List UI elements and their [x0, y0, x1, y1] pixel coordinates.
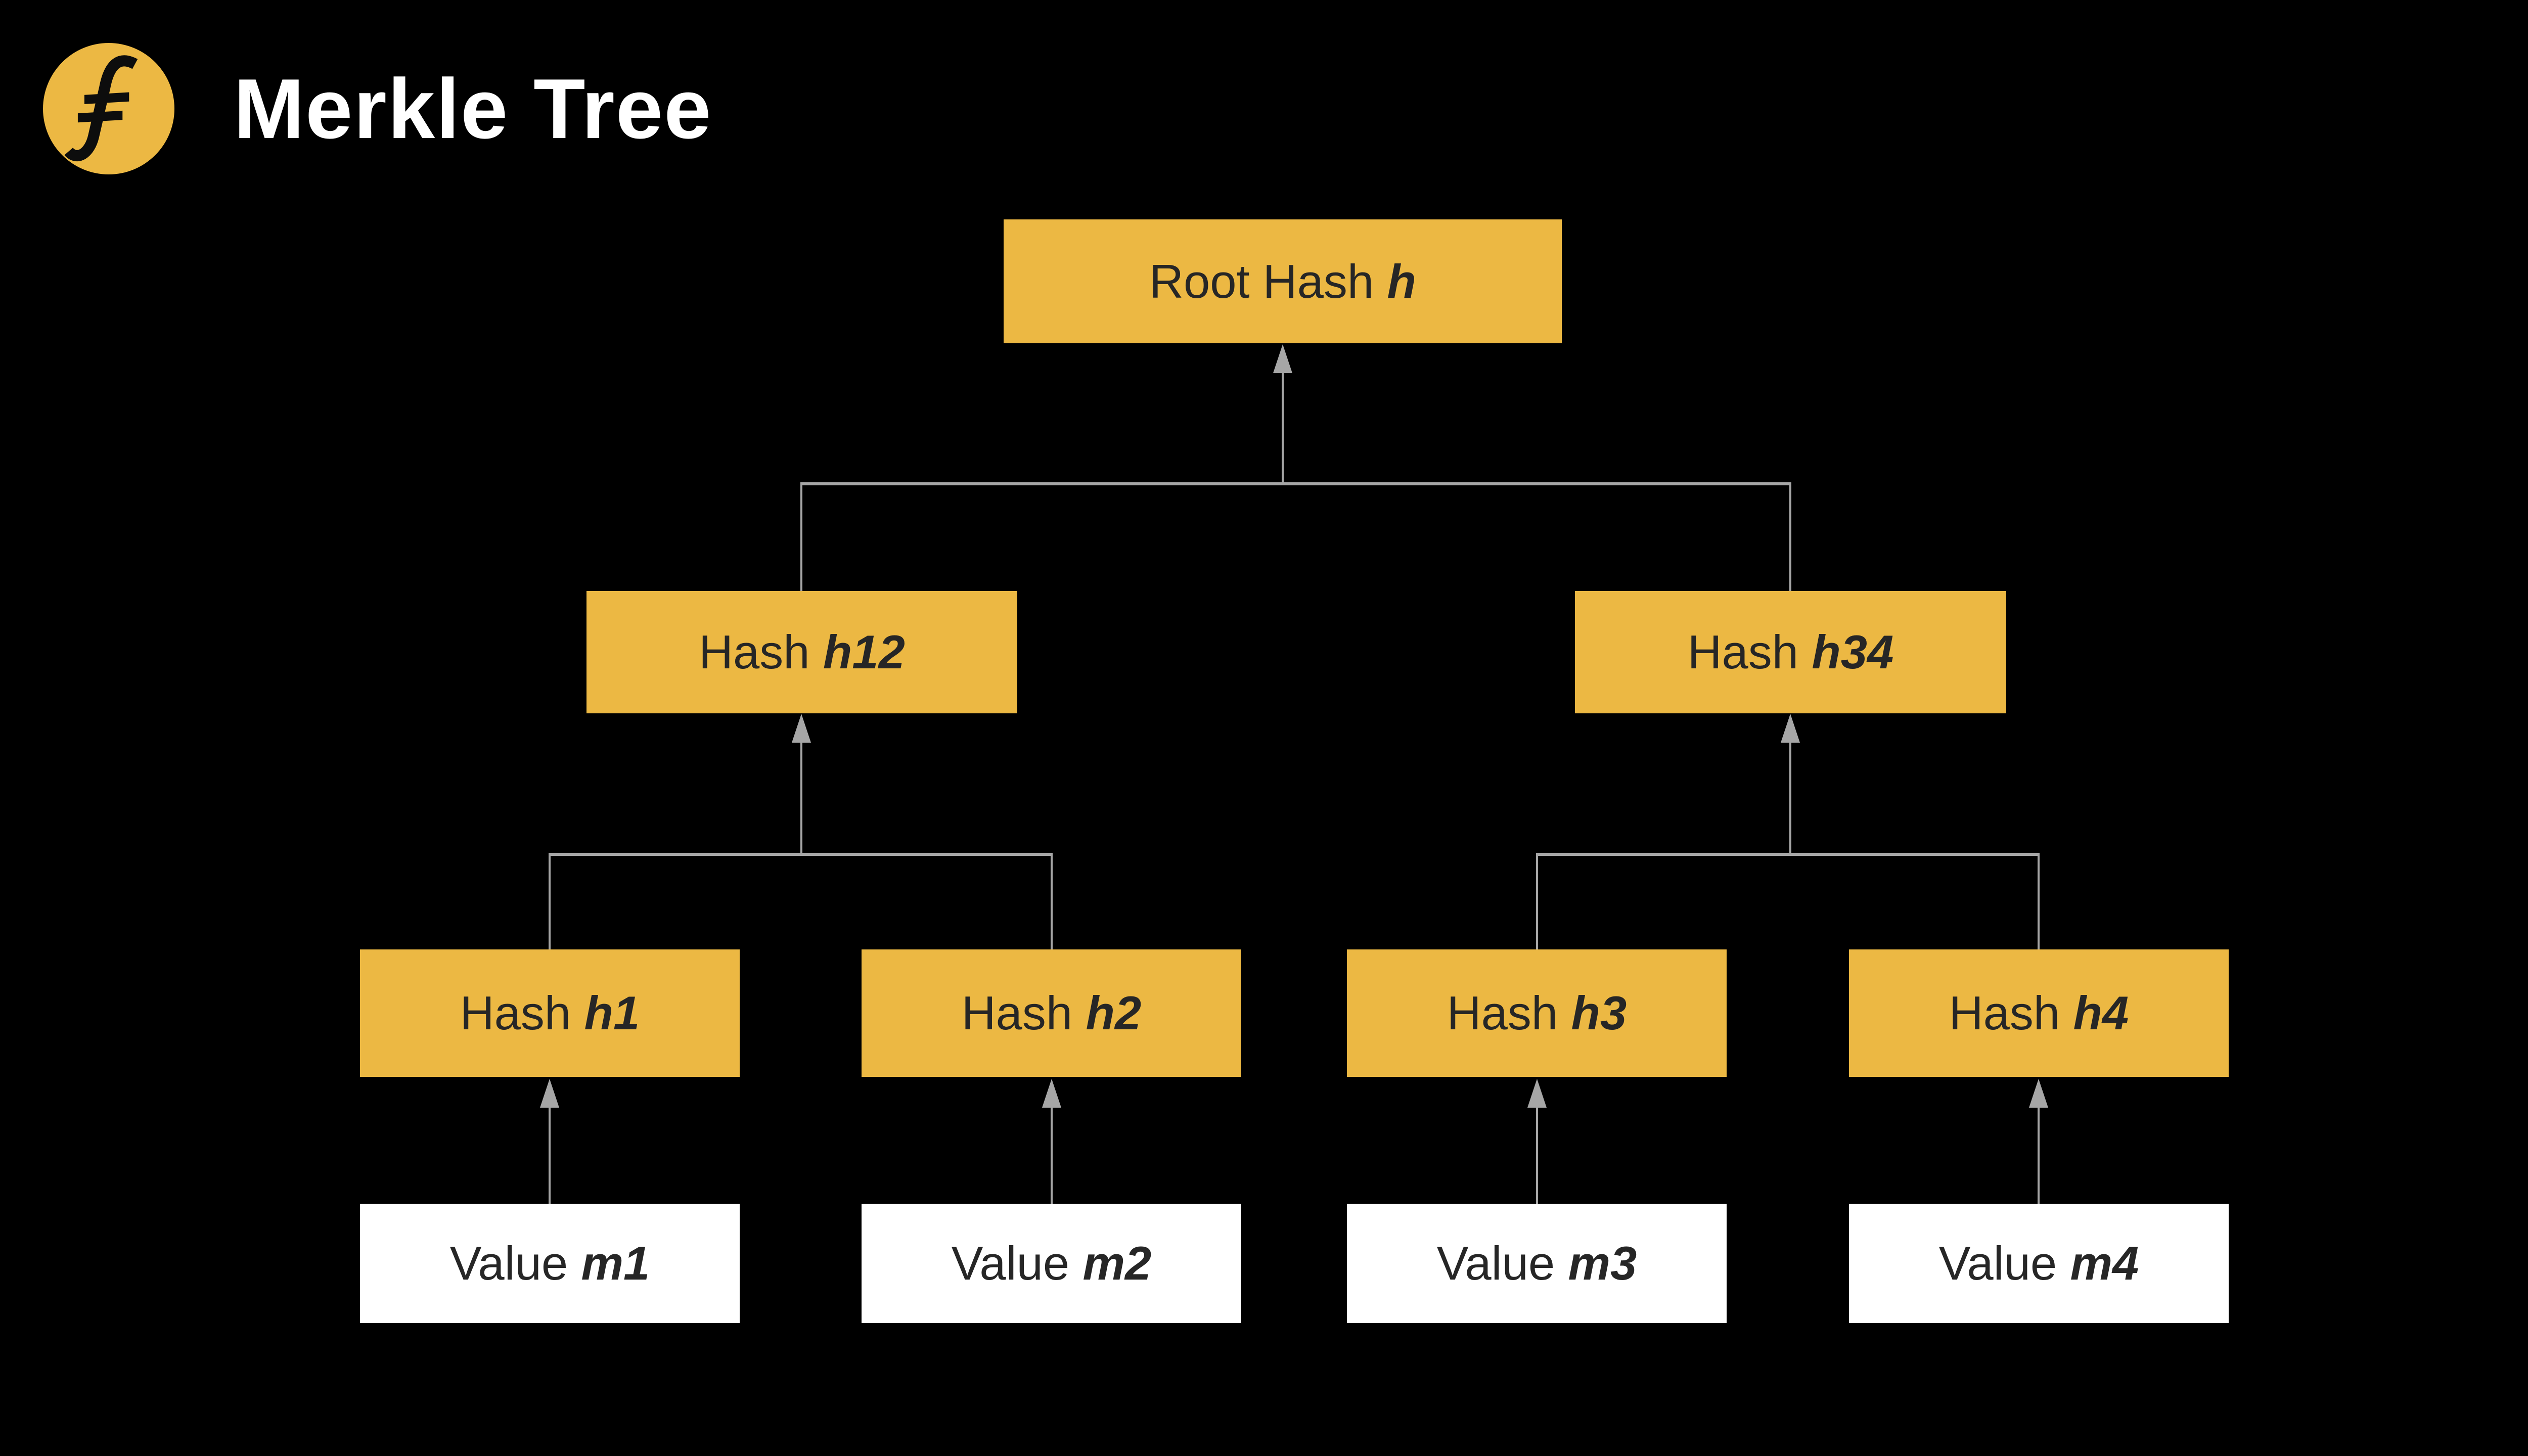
arrowhead-h2	[1042, 1079, 1061, 1108]
node-hash-h2: Hash h2	[862, 949, 1241, 1077]
node-id: h	[1387, 254, 1416, 308]
node-hash-h3: Hash h3	[1347, 949, 1727, 1077]
arrowhead-h34	[1781, 714, 1800, 743]
logo-f-crossbar-top	[84, 92, 129, 104]
node-id: h34	[1812, 625, 1894, 678]
node-label: Hash	[1949, 986, 2060, 1039]
node-value-m1: Value m1	[360, 1204, 740, 1323]
page-title: Merkle Tree	[234, 61, 712, 156]
node-label: Hash	[1687, 625, 1799, 678]
arrowhead-root	[1273, 344, 1292, 373]
filecoin-f-icon	[43, 43, 174, 174]
node-label: Hash	[460, 986, 571, 1039]
node-id: h3	[1571, 986, 1627, 1039]
logo-f-crossbar-bottom	[77, 110, 123, 123]
node-hash-h4: Hash h4	[1849, 949, 2229, 1077]
node-id: h2	[1086, 986, 1142, 1039]
arrowhead-h12	[792, 714, 811, 743]
arrowhead-h1	[540, 1079, 559, 1108]
node-id: h4	[2073, 986, 2129, 1039]
node-label: Root Hash	[1149, 254, 1374, 308]
node-id: m2	[1082, 1237, 1152, 1290]
node-label: Hash	[961, 986, 1073, 1039]
arrowhead-h4	[2029, 1079, 2048, 1108]
node-value-m2: Value m2	[862, 1204, 1241, 1323]
node-id: m1	[581, 1237, 650, 1290]
node-id: m3	[1568, 1237, 1637, 1290]
logo-circle	[43, 43, 174, 174]
node-value-m4: Value m4	[1849, 1204, 2229, 1323]
node-label: Value	[951, 1237, 1070, 1290]
node-value-m3: Value m3	[1347, 1204, 1727, 1323]
node-label: Value	[1436, 1237, 1555, 1290]
node-label: Value	[449, 1237, 568, 1290]
node-label: Value	[1938, 1237, 2057, 1290]
node-hash-h1: Hash h1	[360, 949, 740, 1077]
node-id: h1	[584, 986, 640, 1039]
node-label: Hash	[699, 625, 810, 678]
node-root-hash: Root Hash h	[1004, 219, 1562, 343]
node-id: h12	[823, 625, 905, 678]
arrowhead-h3	[1527, 1079, 1547, 1108]
node-hash-h12: Hash h12	[586, 591, 1017, 713]
node-label: Hash	[1447, 986, 1558, 1039]
node-hash-h34: Hash h34	[1575, 591, 2006, 713]
node-id: m4	[2070, 1237, 2139, 1290]
logo-f-stroke	[64, 55, 138, 161]
